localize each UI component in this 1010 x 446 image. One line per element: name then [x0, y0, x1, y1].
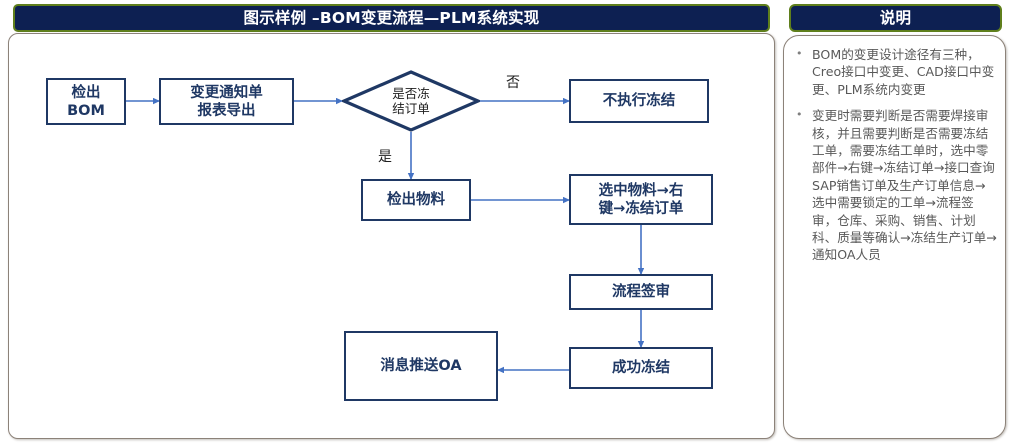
node-freeze-success-label: 成功冻结 [612, 360, 670, 376]
flow-panel-body: 检出 BOM 变更通知单 报表导出 是否冻 结订单 不执行冻结 检出物料 选中物… [8, 33, 775, 439]
node-no-freeze-label: 不执行冻结 [602, 93, 676, 109]
node-no-freeze[interactable]: 不执行冻结 [569, 79, 709, 123]
edge-label-no: 否 [506, 75, 520, 91]
node-change-notice[interactable]: 变更通知单 报表导出 [159, 78, 294, 125]
node-change-notice-label: 变更通知单 报表导出 [190, 84, 263, 119]
notes-panel-title: 说明 [789, 4, 1002, 32]
node-freeze-success[interactable]: 成功冻结 [569, 347, 713, 389]
flow-panel: 图示样例 –BOM变更流程—PLM系统实现 [4, 2, 777, 442]
flow-connectors [9, 34, 776, 440]
node-select-material[interactable]: 选中物料→右 键→冻结订单 [569, 174, 713, 225]
node-push-oa[interactable]: 消息推送OA [344, 331, 498, 401]
node-process-approval-label: 流程签审 [612, 284, 670, 300]
node-checkout-material[interactable]: 检出物料 [361, 179, 471, 221]
node-push-oa-label: 消息推送OA [380, 358, 462, 374]
notes-panel-body: BOM的变更设计途径有三种，Creo接口中变更、CAD接口中变更、PLM系统内变… [783, 35, 1006, 439]
notes-panel: 说明 BOM的变更设计途径有三种，Creo接口中变更、CAD接口中变更、PLM系… [783, 2, 1008, 442]
node-freeze-decision-label: 是否冻 结订单 [392, 86, 430, 116]
edge-label-yes: 是 [378, 149, 392, 165]
node-checkout-bom-label: 检出 BOM [67, 84, 105, 119]
node-freeze-decision[interactable]: 是否冻 结订单 [342, 70, 480, 132]
node-select-material-label: 选中物料→右 键→冻结订单 [598, 182, 684, 217]
list-item: BOM的变更设计途径有三种，Creo接口中变更、CAD接口中变更、PLM系统内变… [792, 45, 997, 98]
node-process-approval[interactable]: 流程签审 [569, 274, 713, 310]
node-checkout-material-label: 检出物料 [387, 192, 445, 208]
node-checkout-bom[interactable]: 检出 BOM [46, 78, 126, 125]
flow-panel-title: 图示样例 –BOM变更流程—PLM系统实现 [13, 4, 770, 32]
notes-list: BOM的变更设计途径有三种，Creo接口中变更、CAD接口中变更、PLM系统内变… [792, 45, 997, 273]
list-item: 变更时需要判断是否需要焊接审核，并且需要判断是否需要冻结工单，需要冻结工单时，选… [792, 106, 997, 264]
